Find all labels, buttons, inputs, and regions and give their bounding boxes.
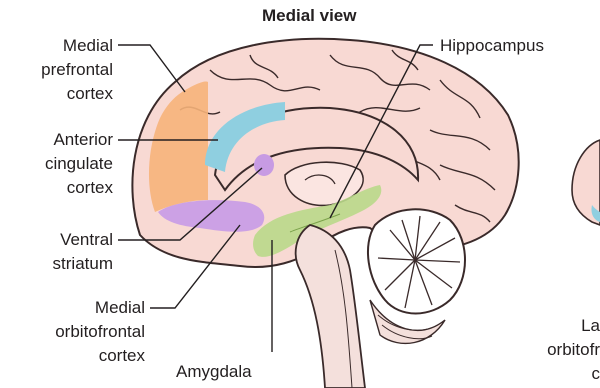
label-medial-orbitofrontal-cortex: Medial orbitofrontal cortex — [0, 296, 145, 368]
brainstem — [296, 225, 365, 388]
label-anterior-cingulate-cortex: Anterior cingulate cortex — [10, 128, 113, 200]
label-medial-prefrontal-cortex: Medial prefrontal cortex — [20, 34, 113, 106]
label-line: orbitofrontal — [0, 320, 145, 344]
label-line: cortex — [20, 82, 113, 106]
label-line: c — [518, 362, 600, 386]
label-line: cingulate — [10, 152, 113, 176]
label-line: prefrontal — [20, 58, 113, 82]
label-ventral-striatum: Ventral striatum — [20, 228, 113, 276]
label-line: Medial — [20, 34, 113, 58]
label-amygdala: Amygdala — [176, 360, 252, 384]
label-line: striatum — [20, 252, 113, 276]
label-line: Ventral — [20, 228, 113, 252]
label-partial-lateral: La orbitofr c — [518, 314, 600, 386]
label-line: cortex — [0, 344, 145, 368]
label-line: Medial — [0, 296, 145, 320]
label-line: cortex — [10, 176, 113, 200]
cerebellum — [368, 209, 465, 343]
label-line: orbitofr — [518, 338, 600, 362]
label-line: Anterior — [10, 128, 113, 152]
label-hippocampus: Hippocampus — [440, 34, 544, 58]
diagram-title: Medial view — [262, 6, 356, 26]
label-line: La — [518, 314, 600, 338]
